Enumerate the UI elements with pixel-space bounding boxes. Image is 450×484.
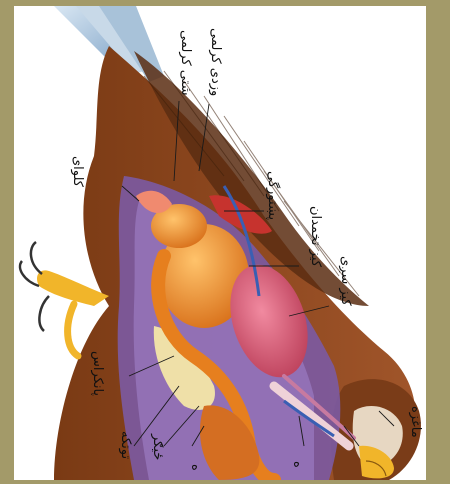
label-kiz-sazhi: کیز سږی	[338, 256, 353, 306]
label-vidi-kolmi: وزدی کرلمی	[208, 28, 223, 96]
label-pankras: پانکراس	[90, 351, 105, 396]
label-zigar: ځيګر	[150, 433, 165, 460]
label-sa: ه	[188, 464, 203, 471]
label-tutka: توتکه	[118, 431, 133, 459]
label-pinshtorgi: پښتورگی	[265, 171, 281, 221]
diagram-panel: وزدی کرلمی شتی کرلمی کلوای پښتورگی کیز ت…	[14, 6, 426, 480]
label-se: ه	[290, 461, 305, 468]
label-shati-kolmi: شتی کرلمی	[178, 30, 193, 95]
bird-anatomy-diagram: وزدی کرلمی شتی کرلمی کلوای پښتورگی کیز ت…	[14, 6, 426, 480]
label-maghzah: ماغزه	[408, 406, 423, 438]
label-kiz-tokhmdan: کیز تخمدان	[308, 206, 323, 268]
label-kolavi: کلوای	[70, 156, 85, 188]
